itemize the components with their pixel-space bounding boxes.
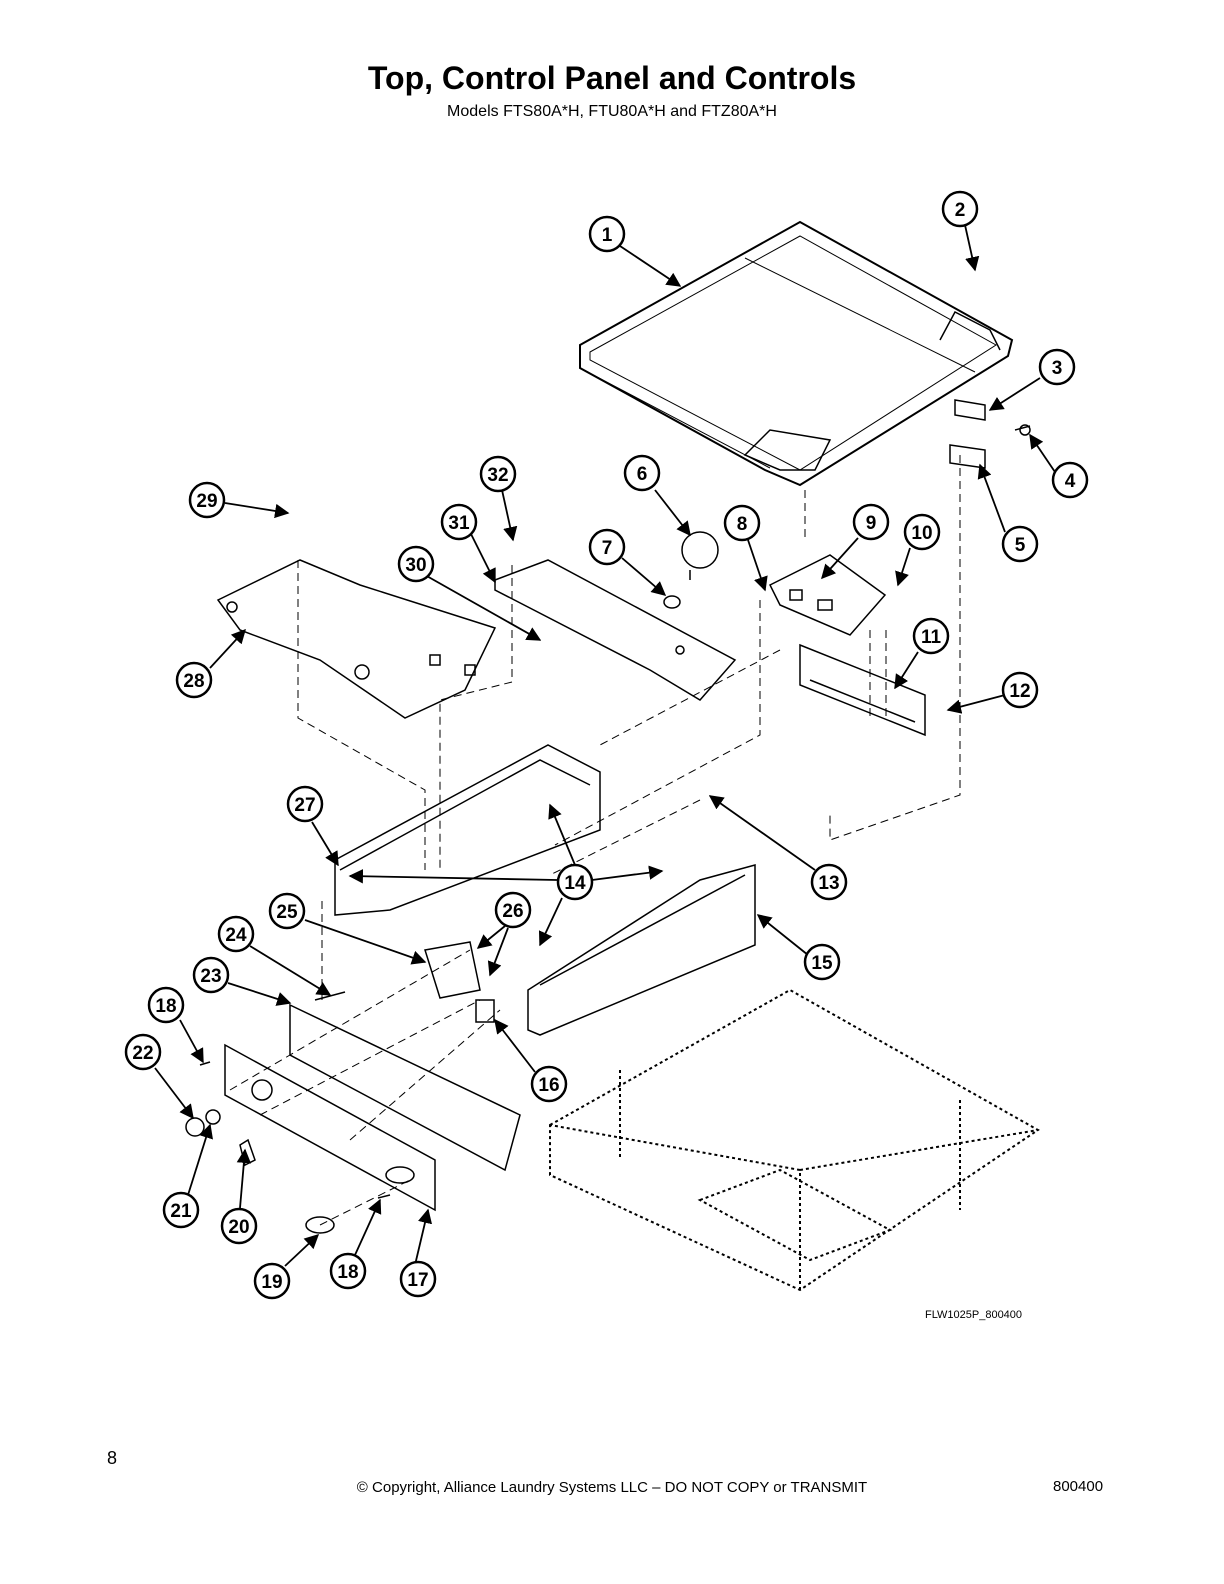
svg-text:6: 6 xyxy=(637,464,648,485)
callout-5: 5 xyxy=(1001,525,1039,563)
part-front-channel xyxy=(527,864,756,1036)
svg-text:31: 31 xyxy=(448,513,470,534)
part-pressure-switch xyxy=(663,531,719,609)
svg-text:24: 24 xyxy=(225,925,247,946)
svg-text:3: 3 xyxy=(1052,358,1063,379)
callout-28: 28 xyxy=(175,661,213,699)
part-hinge-brackets xyxy=(949,399,1031,469)
part-control-board xyxy=(768,554,887,636)
svg-text:20: 20 xyxy=(228,1217,249,1238)
svg-text:9: 9 xyxy=(866,513,877,534)
svg-text:4: 4 xyxy=(1065,471,1076,492)
callout-6: 6 xyxy=(623,454,661,492)
part-controls xyxy=(314,941,495,1023)
callout-leaders xyxy=(154,224,1056,1267)
svg-text:5: 5 xyxy=(1015,535,1026,556)
svg-text:10: 10 xyxy=(911,523,932,544)
svg-text:12: 12 xyxy=(1009,681,1030,702)
svg-text:29: 29 xyxy=(196,491,217,512)
callout-19: 19 xyxy=(253,1262,291,1300)
callout-29: 29 xyxy=(188,481,226,519)
callout-17: 17 xyxy=(399,1260,437,1298)
svg-text:25: 25 xyxy=(276,902,298,923)
diagram-reference-code: FLW1025P_800400 xyxy=(925,1309,1023,1321)
part-side-panel xyxy=(799,643,926,737)
part-knob-and-fasteners xyxy=(185,1061,391,1234)
part-top-lid xyxy=(579,220,1014,487)
svg-text:18: 18 xyxy=(155,996,176,1017)
svg-text:18: 18 xyxy=(337,1262,358,1283)
part-plate xyxy=(216,559,497,719)
svg-text:17: 17 xyxy=(407,1270,428,1291)
page-subtitle: Models FTS80A*H, FTU80A*H and FTZ80A*H xyxy=(447,103,777,120)
callout-3: 3 xyxy=(1038,348,1076,386)
callout-10: 10 xyxy=(903,513,941,551)
copyright-notice: © Copyright, Alliance Laundry Systems LL… xyxy=(356,1479,868,1496)
callout-8: 8 xyxy=(723,504,761,542)
svg-text:22: 22 xyxy=(132,1043,153,1064)
callout-20: 20 xyxy=(220,1207,258,1245)
svg-text:15: 15 xyxy=(811,953,833,974)
callout-badges: 1 2 3 4 5 6 7 8 9 10 11 12 13 14 15 16 1… xyxy=(124,190,1089,1300)
svg-text:32: 32 xyxy=(487,465,508,486)
callout-1: 1 xyxy=(588,215,626,253)
svg-text:8: 8 xyxy=(737,514,748,535)
svg-text:30: 30 xyxy=(405,555,426,576)
callout-12: 12 xyxy=(1001,671,1039,709)
callout-2: 2 xyxy=(941,190,979,228)
svg-text:26: 26 xyxy=(502,901,523,922)
callout-32: 32 xyxy=(479,455,517,493)
callout-24: 24 xyxy=(217,915,255,953)
svg-text:1: 1 xyxy=(602,225,613,246)
callout-15: 15 xyxy=(803,943,841,981)
callout-7: 7 xyxy=(588,528,626,566)
callout-18-bottom: 18 xyxy=(329,1252,367,1290)
callout-4: 4 xyxy=(1051,461,1089,499)
callout-26: 26 xyxy=(494,891,532,929)
svg-text:21: 21 xyxy=(170,1201,192,1222)
svg-text:27: 27 xyxy=(294,795,315,816)
part-rear-channel xyxy=(334,744,601,916)
callout-13: 13 xyxy=(810,863,848,901)
svg-text:23: 23 xyxy=(200,966,221,987)
svg-text:7: 7 xyxy=(602,538,613,559)
part-console-panels xyxy=(224,1003,521,1212)
svg-text:16: 16 xyxy=(538,1075,559,1096)
page-number: 8 xyxy=(107,1448,118,1468)
document-number: 800400 xyxy=(1053,1478,1104,1495)
svg-text:14: 14 xyxy=(564,873,586,894)
callout-27: 27 xyxy=(286,785,324,823)
svg-text:19: 19 xyxy=(261,1272,282,1293)
callout-18-top: 18 xyxy=(147,986,185,1024)
svg-text:2: 2 xyxy=(955,200,966,221)
callout-21: 21 xyxy=(162,1191,200,1229)
callout-16: 16 xyxy=(530,1065,568,1103)
svg-text:11: 11 xyxy=(921,627,942,648)
svg-text:13: 13 xyxy=(818,873,839,894)
page-title: Top, Control Panel and Controls xyxy=(367,60,857,96)
callout-11: 11 xyxy=(912,617,950,655)
callout-25: 25 xyxy=(268,892,306,930)
callout-31: 31 xyxy=(440,503,478,541)
callout-9: 9 xyxy=(852,503,890,541)
callout-30: 30 xyxy=(397,545,435,583)
callout-14: 14 xyxy=(556,863,594,901)
cabinet-outline xyxy=(549,988,1040,1292)
callout-22: 22 xyxy=(124,1033,162,1071)
callout-23: 23 xyxy=(192,956,230,994)
part-mounting-bracket xyxy=(494,559,737,701)
svg-text:28: 28 xyxy=(183,671,204,692)
